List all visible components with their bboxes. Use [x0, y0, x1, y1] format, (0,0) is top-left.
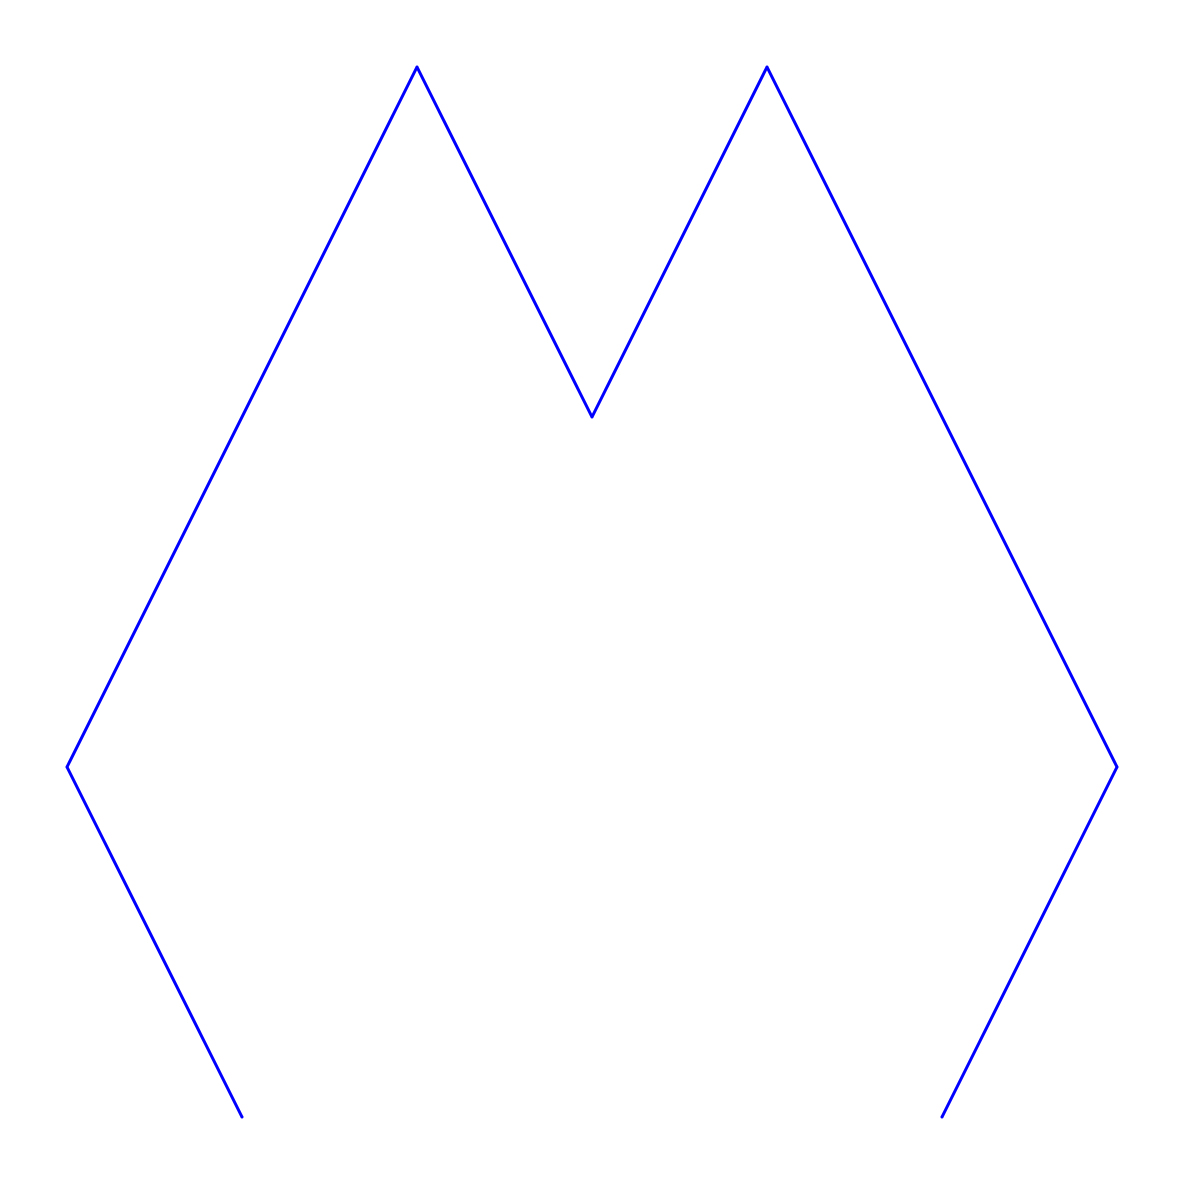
outline-shape: [65, 65, 1119, 1119]
outline-segment-1: [65, 766, 244, 1118]
outline-segment-2: [65, 66, 419, 768]
outline-vertex-5: [765, 65, 769, 69]
outline-vertex-7: [940, 1115, 944, 1119]
outline-segment-5: [765, 66, 1119, 768]
outline-vertex-2: [65, 765, 69, 769]
outline-vertex-6: [1115, 765, 1119, 769]
outline-vertex-4: [590, 415, 594, 419]
outline-segment-4: [590, 66, 769, 418]
outline-segment-6: [940, 766, 1119, 1118]
outline-vertex-3: [415, 65, 419, 69]
outline-vertex-1: [240, 1115, 244, 1119]
outline-segment-3: [415, 66, 594, 418]
